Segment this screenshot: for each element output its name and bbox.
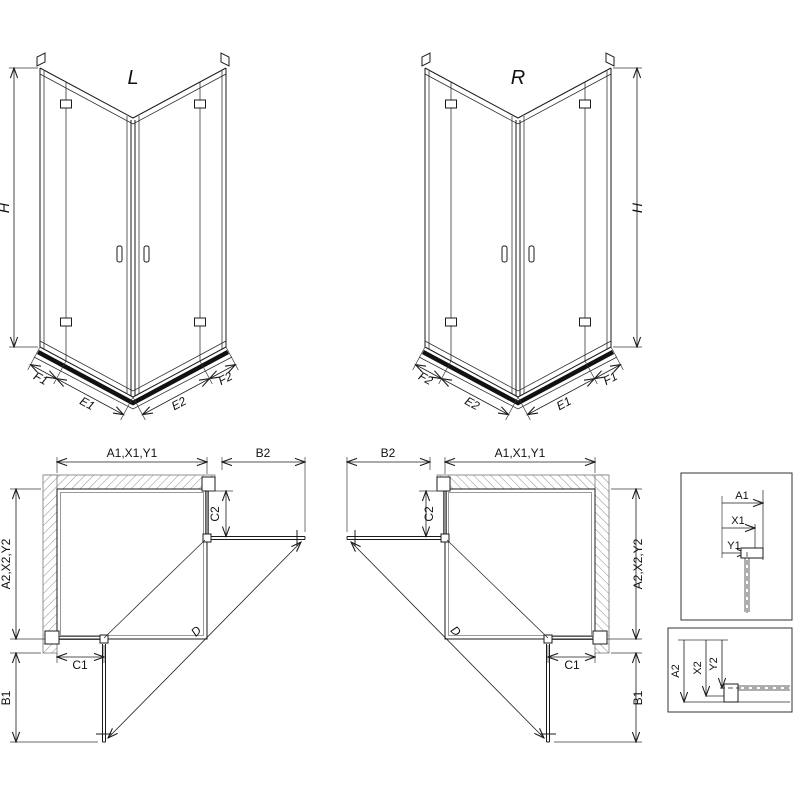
dim-label-c1-right: C1 xyxy=(564,658,580,672)
view-label-right: R xyxy=(511,67,525,89)
plan-view-right: A1,X1,Y1 B2 C2 A2,X2,Y2 C1 B1 D xyxy=(347,446,645,742)
dim-label-h-right: H xyxy=(629,202,645,213)
dim-label-x2-detail: X2 xyxy=(692,661,704,674)
dim-label-f2-right: F2 xyxy=(416,369,435,388)
dim-label-e2-left: E2 xyxy=(169,394,189,413)
perspective-view-right: R H F2 E2 E1 F1 xyxy=(413,53,645,420)
enclosure-drawing-right xyxy=(413,53,642,420)
plan-view-left: A1,X1,Y1 B2 C2 A2,X2,Y2 C1 B1 D xyxy=(0,446,305,742)
dim-label-h-left: H xyxy=(0,202,12,213)
dim-label-a1-detail: A1 xyxy=(735,490,748,502)
dim-label-c1-left: C1 xyxy=(72,658,88,672)
detail-box-top xyxy=(680,472,793,621)
dim-label-a2-detail: A2 xyxy=(670,664,682,677)
dim-label-b2-left: B2 xyxy=(256,446,271,460)
perspective-view-left: L H F1 E1 E2 F2 xyxy=(0,53,238,420)
dim-label-y1-detail: Y1 xyxy=(727,540,740,552)
dim-label-x1-detail: X1 xyxy=(731,515,744,527)
plan-drawing-left xyxy=(10,457,305,742)
detail-floor-profile: A2 X2 Y2 xyxy=(667,627,793,713)
dim-label-e1-left: E1 xyxy=(77,394,97,413)
dim-label-a2x2y2-left: A2,X2,Y2 xyxy=(0,538,13,589)
dim-label-a1x1y1-right: A1,X1,Y1 xyxy=(495,446,546,460)
dim-label-c2-right: C2 xyxy=(422,506,436,522)
dim-label-c2-left: C2 xyxy=(208,506,222,522)
dim-label-y2-detail: Y2 xyxy=(708,657,720,670)
dim-label-f2-left: F2 xyxy=(216,369,235,388)
view-label-left: L xyxy=(127,67,138,89)
wall-profile-clamp xyxy=(740,547,764,559)
plan-drawing-right xyxy=(347,457,642,742)
dim-label-e1-right: E1 xyxy=(554,394,574,413)
dim-label-f1-left: F1 xyxy=(31,369,50,388)
dim-label-b1-left: B1 xyxy=(0,690,13,705)
floor-profile-clamp xyxy=(723,683,739,703)
dim-label-b1-right: B1 xyxy=(631,690,645,705)
dim-label-f1-right: F1 xyxy=(601,369,620,388)
detail-wall-profile: A1 X1 Y1 xyxy=(680,472,793,621)
dim-label-e2-right: E2 xyxy=(462,394,482,413)
dim-label-b2-right: B2 xyxy=(381,446,396,460)
dim-label-a1x1y1-left: A1,X1,Y1 xyxy=(107,446,158,460)
dim-label-a2x2y2-right: A2,X2,Y2 xyxy=(631,538,645,589)
enclosure-drawing-left xyxy=(9,53,238,420)
